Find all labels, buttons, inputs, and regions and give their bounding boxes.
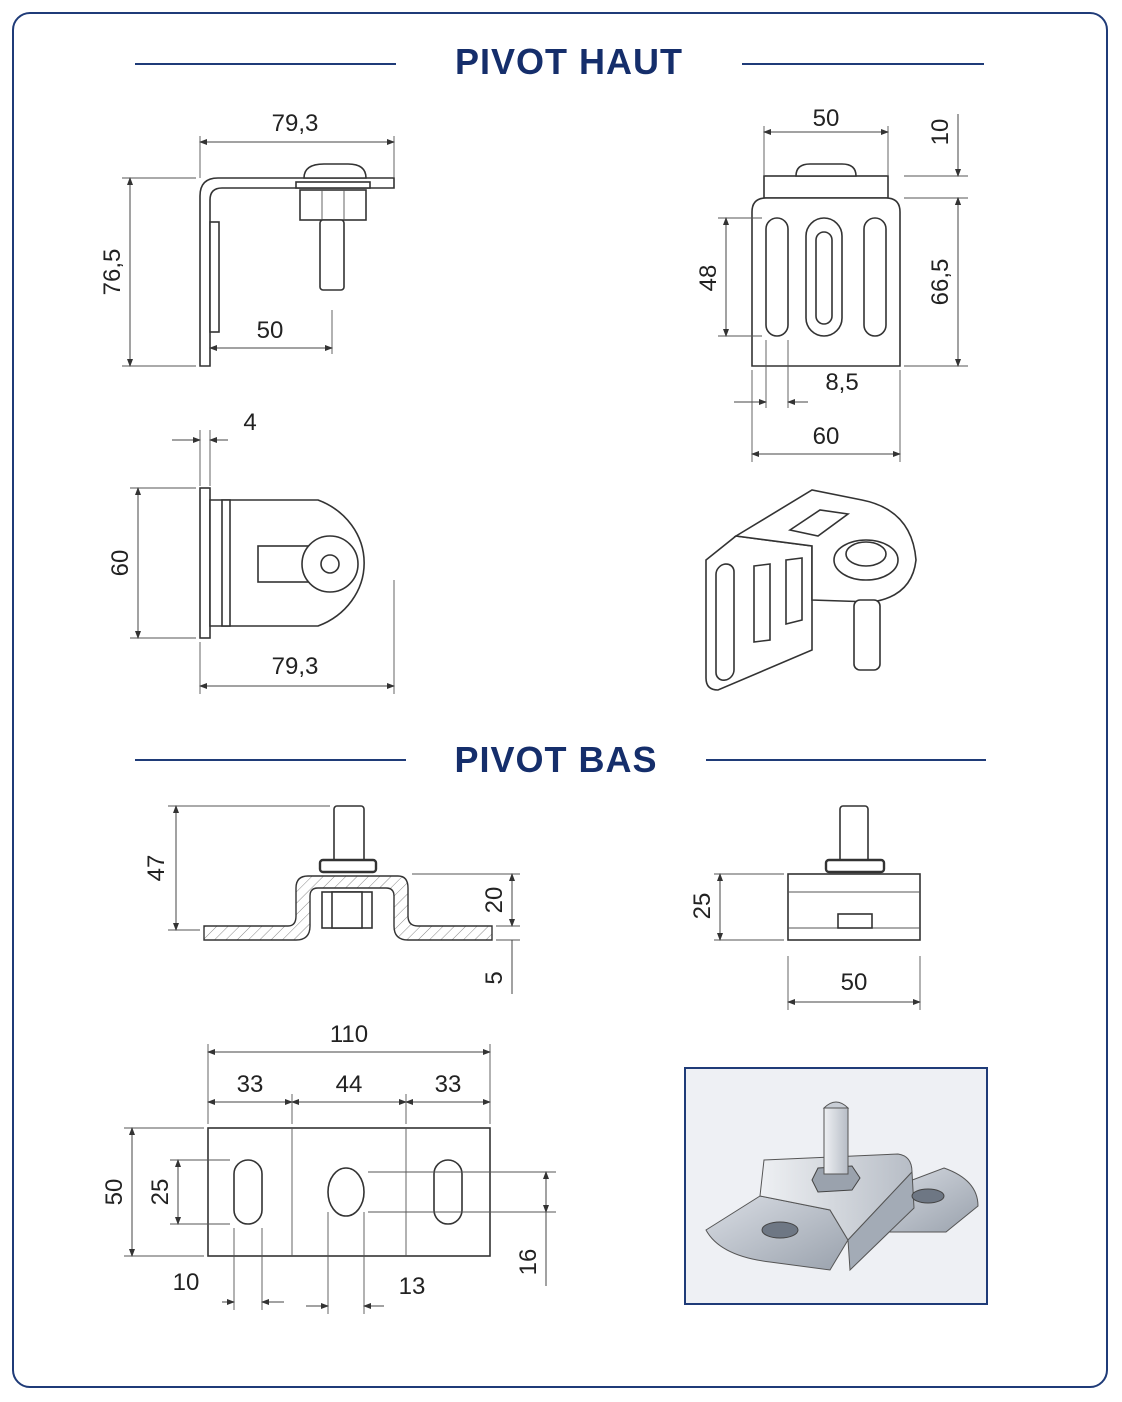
dim-plan-hole-height: 16 xyxy=(515,1249,542,1276)
section-header-bottom: PIVOT BAS xyxy=(135,739,986,780)
pivot-bas-plan-view: 110 33 44 33 50 25 10 13 xyxy=(101,1021,556,1314)
pivot-haut-isometric xyxy=(705,489,917,691)
dim-side-pin-offset: 50 xyxy=(257,317,284,344)
dim-side-height: 76,5 xyxy=(99,249,126,296)
pivot-haut-side-view: 79,3 76,5 50 xyxy=(99,110,395,367)
pivot-bas-render-image xyxy=(684,1067,988,1305)
dim-plan-total-width: 110 xyxy=(330,1021,368,1048)
dim-front-top-width: 50 xyxy=(813,105,840,132)
dim-bas-end-height: 25 xyxy=(689,893,716,920)
pivot-haut-top-view: 4 60 79,3 xyxy=(107,409,395,694)
dim-top-thickness: 4 xyxy=(243,409,256,436)
pivot-bas-end-view: 25 50 xyxy=(689,805,921,1010)
dim-plan-slot-height: 25 xyxy=(147,1179,174,1206)
dim-front-slot-height: 48 xyxy=(695,265,722,292)
pivot-haut-front-view: 50 10 66,5 48 8,5 60 xyxy=(695,105,968,462)
dim-plan-left-seg: 33 xyxy=(237,1071,264,1098)
page-frame xyxy=(12,12,1108,1388)
dim-plan-right-seg: 33 xyxy=(435,1071,462,1098)
dim-front-top-thickness: 10 xyxy=(927,119,954,146)
dim-plan-mid-seg: 44 xyxy=(336,1071,363,1098)
dim-bas-total-height: 47 xyxy=(143,855,170,882)
dim-top-height: 60 xyxy=(107,550,134,577)
dim-front-slot-offset: 8,5 xyxy=(825,369,858,396)
dim-front-plate-height: 66,5 xyxy=(927,259,954,306)
dim-top-width: 79,3 xyxy=(272,653,319,680)
dim-plan-hole-width: 13 xyxy=(399,1273,426,1300)
dim-plan-slot-width: 10 xyxy=(173,1269,200,1296)
dim-bas-thickness: 5 xyxy=(481,971,508,984)
dim-side-width: 79,3 xyxy=(272,110,319,137)
dim-bas-step-height: 20 xyxy=(481,887,508,914)
section-header-top: PIVOT HAUT xyxy=(135,41,984,82)
dim-plan-height: 50 xyxy=(101,1179,128,1206)
dim-front-plate-width: 60 xyxy=(813,423,840,450)
section-title-pivot-bas: PIVOT BAS xyxy=(454,739,657,780)
pivot-bas-side-view: 47 20 5 xyxy=(143,805,520,994)
dim-bas-end-width: 50 xyxy=(841,969,868,996)
section-title-pivot-haut: PIVOT HAUT xyxy=(455,41,683,82)
